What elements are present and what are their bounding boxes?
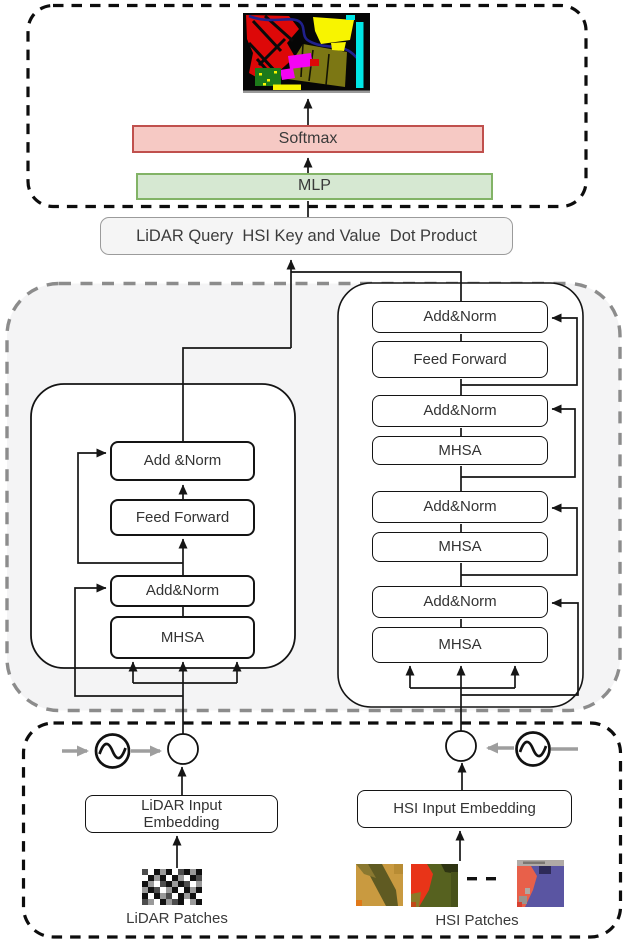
hsi-add-norm-2: Add&Norm [372,491,548,523]
lidar-input-embedding-box: LiDAR Input Embedding [85,795,278,833]
hsi-patches-label: HSI Patches [435,912,519,929]
hsi-add-norm-4: Add&Norm [372,301,548,333]
hsi-input-embedding-box: HSI Input Embedding [357,790,572,828]
output-section-box [26,3,588,209]
hsi-feed-forward: Feed Forward [372,341,548,378]
input-section-box [21,721,623,939]
pe-nodes [94,730,551,769]
lidar-mhsa: MHSA [110,616,255,659]
softmax-box: Softmax [132,125,484,153]
lidar-embedding-line1: LiDAR Input [141,796,222,814]
hsi-patch-2-image [411,864,458,907]
lidar-patches-label: LiDAR Patches [126,910,228,927]
flow-lines [74,98,579,868]
mlp-box: MLP [136,173,493,200]
lidar-feed-forward: Feed Forward [110,499,255,536]
add-node-lidar [167,733,199,765]
pe-arrows [62,742,578,757]
lidar-patch-image [142,869,202,905]
ellipsis-dashes [467,877,496,881]
hsi-mhsa-1: MHSA [372,627,548,663]
lidar-add-norm-2: Add &Norm [110,441,255,481]
lidar-embedding-line2: Embedding [143,814,220,831]
lidar-add-norm-1: Add&Norm [110,575,255,607]
classification-map-image [243,13,370,93]
hsi-add-norm-3: Add&Norm [372,395,548,427]
hsi-patch-1-image [356,864,403,906]
add-node-hsi [445,730,477,762]
hsi-add-norm-1: Add&Norm [372,586,548,618]
hsi-patch-3-image [517,860,564,907]
hsi-mhsa-2: MHSA [372,532,548,562]
fusion-bar: LiDAR Query HSI Key and Value Dot Produc… [100,217,513,255]
hsi-mhsa-3: MHSA [372,436,548,465]
